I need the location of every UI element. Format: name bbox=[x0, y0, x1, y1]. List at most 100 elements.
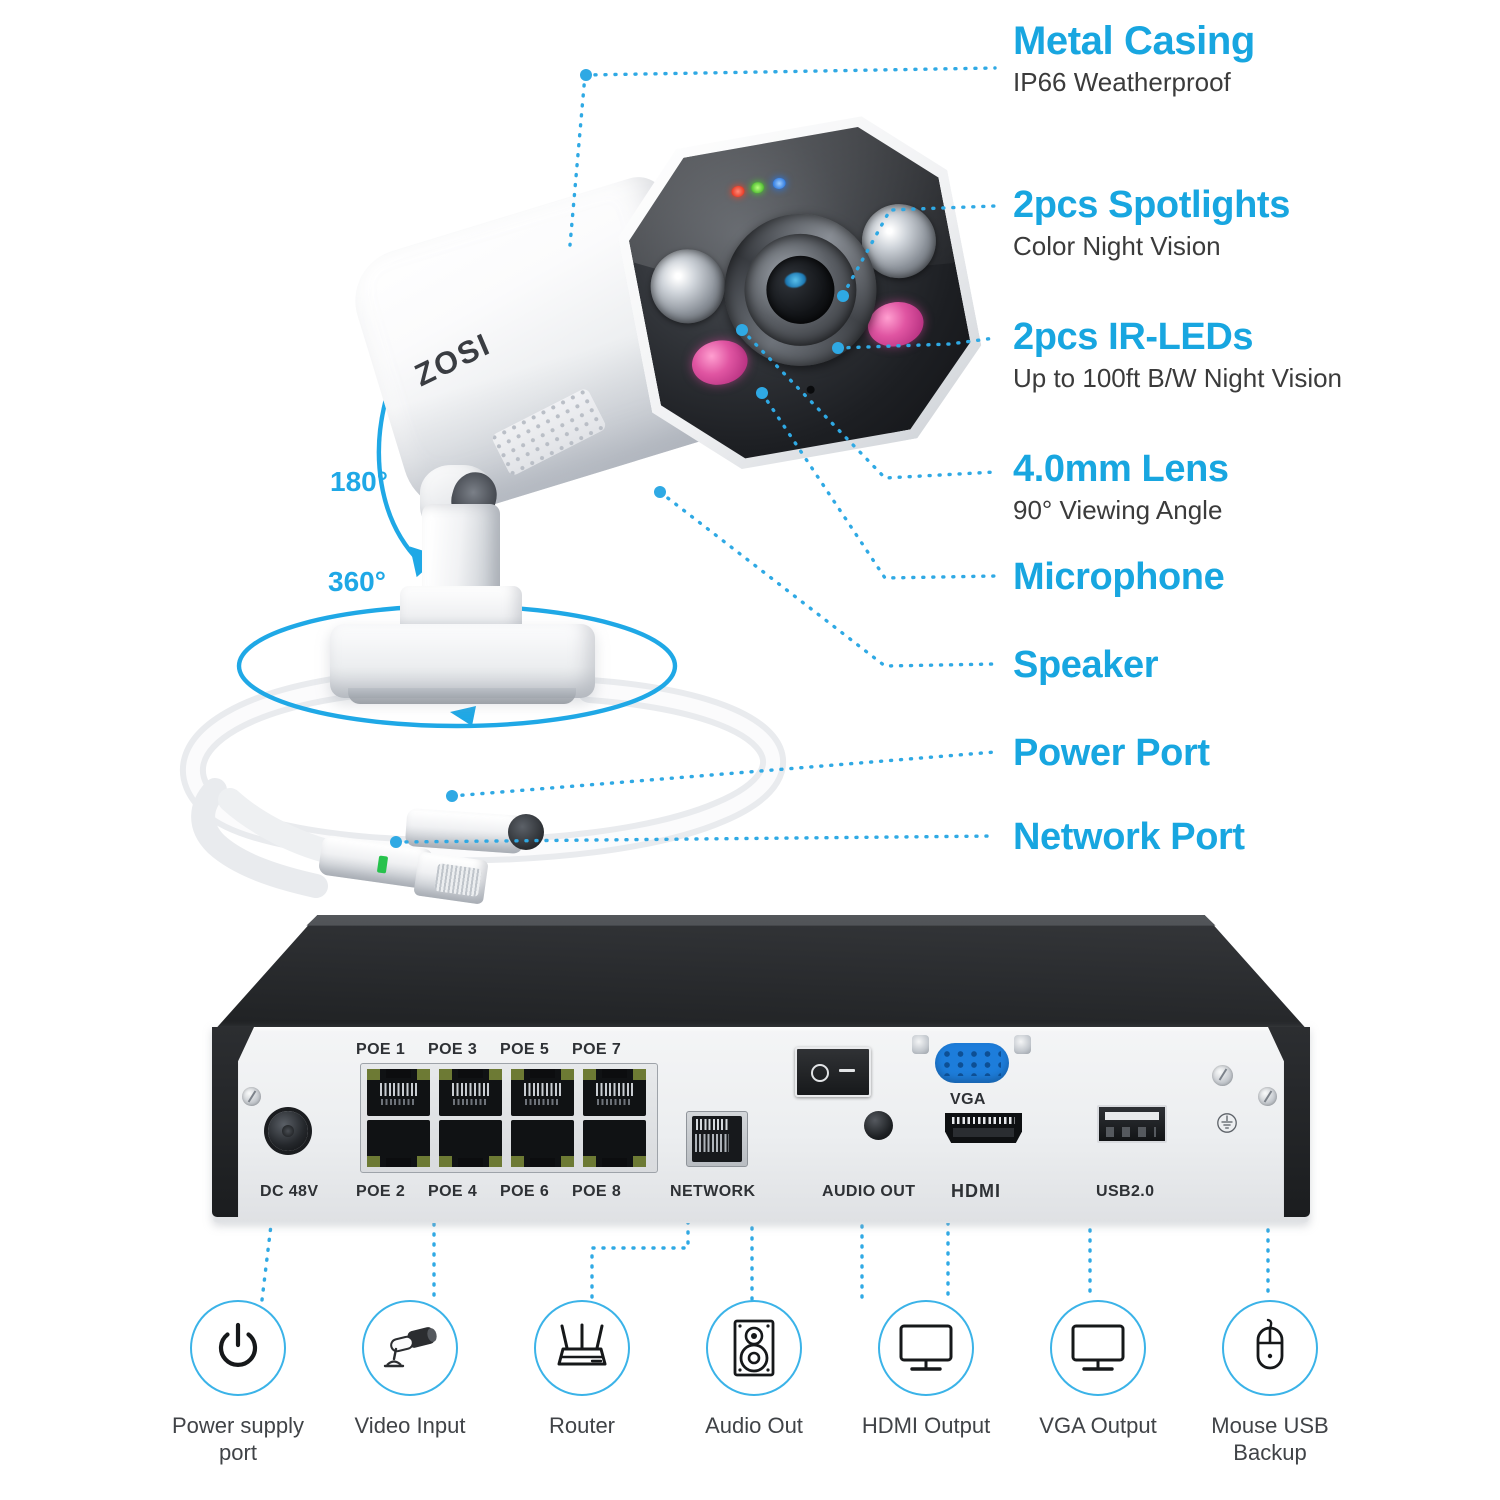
callout-title: Metal Casing bbox=[1013, 19, 1255, 63]
icon-item-vga-output[interactable]: VGA Output bbox=[1010, 1300, 1186, 1440]
rj45-connector-pins bbox=[434, 863, 482, 897]
icon-caption: Audio Out bbox=[705, 1413, 803, 1438]
callout-title: 4.0mm Lens bbox=[1013, 448, 1229, 490]
callout-title: 2pcs Spotlights bbox=[1013, 184, 1290, 226]
poe-port-4[interactable] bbox=[439, 1120, 502, 1167]
speaker-icon bbox=[708, 1302, 800, 1394]
usb-label: USB2.0 bbox=[1096, 1183, 1155, 1200]
dc-label: DC 48V bbox=[260, 1183, 319, 1200]
icon-item-power-supply-port[interactable]: Power supply port bbox=[150, 1300, 326, 1467]
icon-caption: VGA Output bbox=[1039, 1413, 1157, 1438]
callout-microphone: Microphone bbox=[1013, 556, 1225, 598]
icon-circle bbox=[878, 1300, 974, 1396]
power-icon bbox=[192, 1302, 284, 1394]
vga-screw-right bbox=[1014, 1035, 1031, 1054]
power-off-symbol bbox=[811, 1064, 829, 1082]
poe-label-7: POE 7 bbox=[572, 1041, 622, 1058]
callout-power-port: Power Port bbox=[1013, 732, 1210, 774]
callout-lens: 4.0mm Lens 90° Viewing Angle bbox=[1013, 448, 1229, 526]
poe-label-3: POE 3 bbox=[428, 1041, 478, 1058]
poe-port-5[interactable] bbox=[511, 1069, 574, 1116]
poe-label-2: POE 2 bbox=[356, 1183, 406, 1200]
callout-spotlights: 2pcs Spotlights Color Night Vision bbox=[1013, 184, 1290, 262]
power-on-symbol bbox=[839, 1069, 855, 1073]
poe-label-8: POE 8 bbox=[572, 1183, 622, 1200]
ground-symbol-icon bbox=[1217, 1113, 1237, 1133]
power-switch[interactable] bbox=[795, 1047, 871, 1097]
callout-title: Microphone bbox=[1013, 556, 1225, 598]
icon-item-hdmi-output[interactable]: HDMI Output bbox=[838, 1300, 1014, 1440]
icon-caption: HDMI Output bbox=[861, 1413, 991, 1438]
nvr-top-highlight bbox=[306, 915, 1216, 926]
poe-port-6[interactable] bbox=[511, 1120, 574, 1167]
lens-reflection bbox=[783, 270, 808, 290]
tilt-angle-label: 180° bbox=[330, 466, 388, 497]
icon-caption: Power supply port bbox=[171, 1413, 305, 1465]
hdmi-port[interactable] bbox=[945, 1113, 1022, 1143]
vga-port[interactable] bbox=[935, 1043, 1009, 1083]
callout-ir-leds: 2pcs IR-LEDs Up to 100ft B/W Night Visio… bbox=[1013, 316, 1343, 394]
chassis-screw-left bbox=[242, 1087, 261, 1106]
poe-port-2[interactable] bbox=[367, 1120, 430, 1167]
camera-icon bbox=[364, 1302, 456, 1394]
nvr-rear-panel: POE 1 POE 3 POE 5 POE 7 DC 48V POE 2 POE… bbox=[212, 915, 1310, 1245]
mouse-icon bbox=[1224, 1302, 1316, 1394]
poe-port-3[interactable] bbox=[439, 1069, 502, 1116]
callout-subtitle: 90° Viewing Angle bbox=[1013, 494, 1223, 525]
poe-label-4: POE 4 bbox=[428, 1183, 478, 1200]
icon-item-router[interactable]: Router bbox=[494, 1300, 670, 1440]
monitor-icon bbox=[880, 1302, 972, 1394]
icon-circle bbox=[534, 1300, 630, 1396]
callout-title: Speaker bbox=[1013, 644, 1159, 686]
camera-front-face bbox=[604, 99, 997, 487]
lens-glass bbox=[760, 250, 841, 330]
audio-out-jack[interactable] bbox=[864, 1111, 893, 1140]
vga-label: VGA bbox=[950, 1091, 986, 1108]
audio-out-label: AUDIO OUT bbox=[822, 1183, 916, 1200]
connection-icon-row: Power supply port Video Input bbox=[150, 1300, 1390, 1500]
poe-label-6: POE 6 bbox=[500, 1183, 550, 1200]
callout-metal-casing: Metal Casing IP66 Weatherproof bbox=[1013, 20, 1255, 98]
icon-circle bbox=[362, 1300, 458, 1396]
callout-title: Network Port bbox=[1013, 816, 1245, 858]
vga-screw-left bbox=[912, 1035, 929, 1054]
icon-circle bbox=[706, 1300, 802, 1396]
router-icon bbox=[536, 1302, 628, 1394]
mount-neck bbox=[422, 504, 500, 602]
callout-title: Power Port bbox=[1013, 732, 1210, 774]
callout-network-port: Network Port bbox=[1013, 816, 1245, 858]
hdmi-label: HDMI bbox=[951, 1181, 1001, 1201]
callout-subtitle: Color Night Vision bbox=[1013, 230, 1221, 261]
icon-circle bbox=[1222, 1300, 1318, 1396]
poe-port-8[interactable] bbox=[583, 1120, 646, 1167]
callout-subtitle: IP66 Weatherproof bbox=[1013, 67, 1231, 97]
leader-metal-casing bbox=[583, 66, 997, 77]
callout-speaker: Speaker bbox=[1013, 644, 1159, 686]
network-rj45-port[interactable] bbox=[686, 1111, 748, 1167]
lens-barrel bbox=[734, 224, 867, 356]
icon-caption: Mouse USB Backup bbox=[1211, 1413, 1329, 1465]
ground-screw bbox=[1212, 1065, 1233, 1086]
icon-caption: Router bbox=[548, 1413, 616, 1438]
icon-item-audio-out[interactable]: Audio Out bbox=[666, 1300, 842, 1440]
usb-port[interactable] bbox=[1097, 1105, 1167, 1143]
icon-circle bbox=[1050, 1300, 1146, 1396]
callout-title: 2pcs IR-LEDs bbox=[1013, 316, 1254, 358]
mount-base bbox=[330, 624, 595, 698]
chassis-screw-right bbox=[1258, 1087, 1277, 1106]
icon-item-mouse-usb-backup[interactable]: Mouse USB Backup bbox=[1182, 1300, 1358, 1467]
network-label: NETWORK bbox=[670, 1183, 756, 1200]
poe-port-1[interactable] bbox=[367, 1069, 430, 1116]
nvr-top-cover bbox=[212, 915, 1310, 1033]
camera-product-image: ZOSI bbox=[120, 100, 980, 905]
monitor-icon bbox=[1052, 1302, 1144, 1394]
pan-angle-label: 360° bbox=[328, 566, 386, 597]
poe-port-7[interactable] bbox=[583, 1069, 646, 1116]
mount-base-foot bbox=[348, 688, 576, 704]
callout-subtitle: Up to 100ft B/W Night Vision bbox=[1013, 362, 1343, 393]
icon-item-video-input[interactable]: Video Input bbox=[322, 1300, 498, 1440]
dc-power-jack[interactable] bbox=[268, 1111, 308, 1151]
poe-label-1: POE 1 bbox=[356, 1041, 406, 1058]
leader-dot-metal-casing bbox=[580, 69, 592, 81]
poe-port-block bbox=[360, 1063, 658, 1173]
